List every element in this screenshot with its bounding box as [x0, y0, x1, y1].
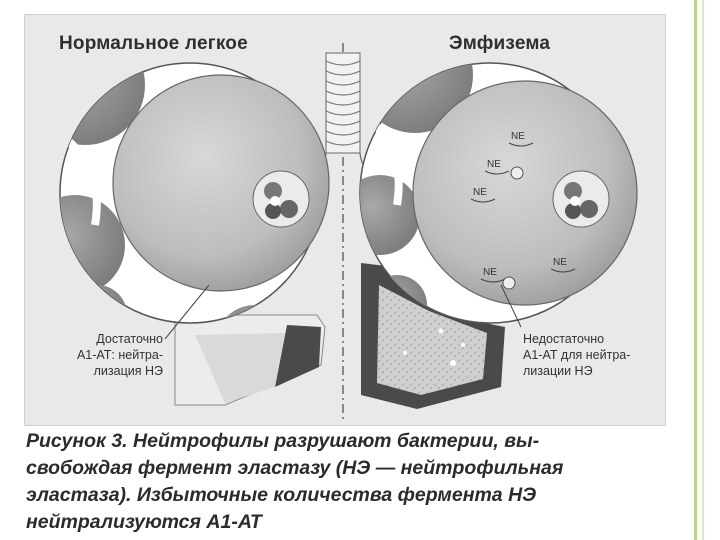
left-lung-tissue: [175, 315, 325, 405]
title-normal-lung: Нормальное легкое: [59, 33, 248, 55]
svg-text:NE: NE: [553, 257, 567, 268]
neutrophil-right: [553, 171, 609, 227]
callout-emphysema: Недостаточно А1-АТ для нейтра- лизации Н…: [523, 331, 653, 379]
slide-decoration-border: [690, 0, 720, 540]
figure-illustration: NE NE NE NE NE: [24, 14, 666, 426]
callout-normal: Достаточно А1-АТ: нейтра- лизация НЭ: [43, 331, 163, 379]
title-emphysema: Эмфизема: [449, 33, 550, 55]
svg-text:NE: NE: [483, 267, 497, 278]
figure-caption: Рисунок 3. Нейтрофилы разрушают бактерии…: [26, 428, 666, 536]
svg-text:NE: NE: [511, 131, 525, 142]
svg-text:NE: NE: [487, 159, 501, 170]
border-line-secondary: [702, 0, 704, 540]
svg-text:NE: NE: [473, 187, 487, 198]
neutrophil-left: [253, 171, 309, 227]
border-line: [694, 0, 697, 540]
